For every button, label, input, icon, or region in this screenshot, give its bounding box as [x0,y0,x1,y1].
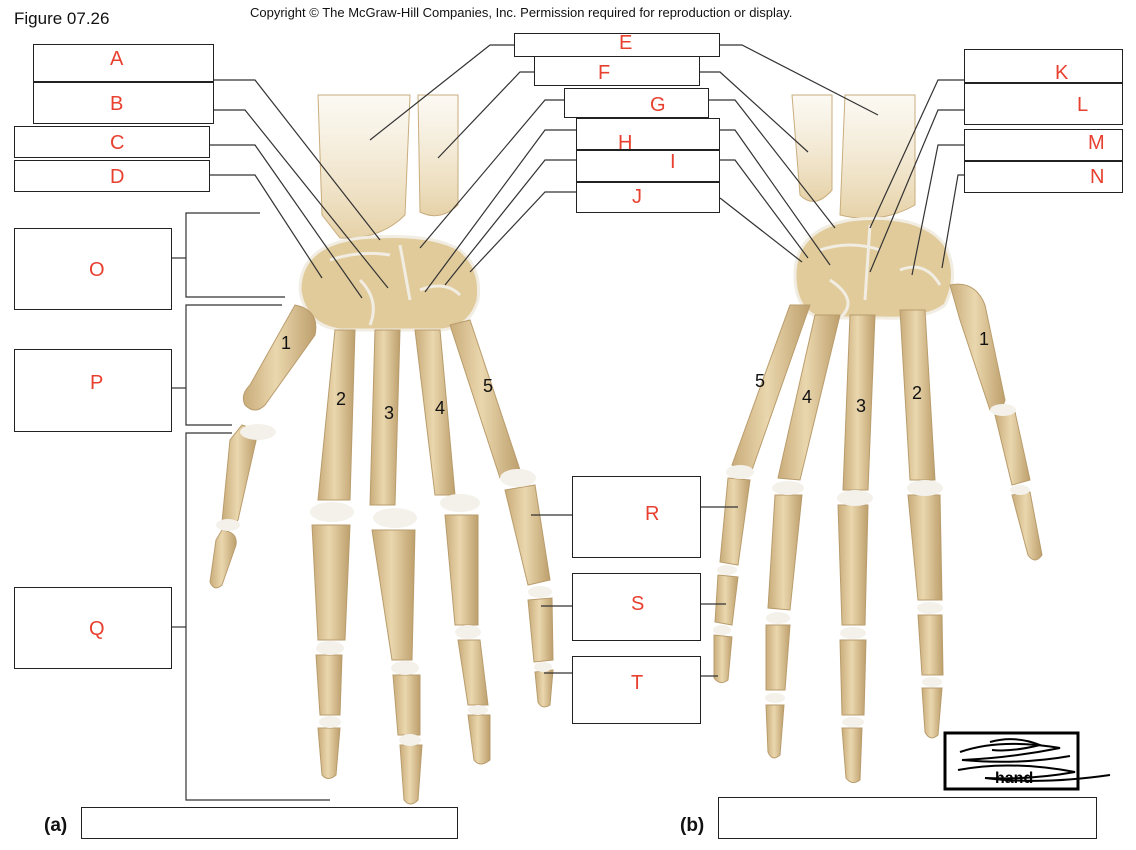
copyright-notice: Copyright © The McGraw-Hill Companies, I… [250,5,793,20]
label-box-k[interactable] [964,49,1123,83]
label-box-s[interactable] [572,573,701,641]
digit-number-a-2: 2 [336,389,347,409]
label-k: K [1055,62,1069,84]
label-n: N [1090,166,1105,188]
digit-number-b-1: 1 [979,329,990,349]
label-e: E [619,32,633,54]
label-q: Q [89,618,105,640]
hand-b [713,94,1043,784]
digit-number-a-3: 3 [384,403,395,423]
label-l: L [1077,94,1089,116]
label-box-e[interactable] [514,33,720,57]
label-box-h[interactable] [576,118,720,150]
label-box-t[interactable] [572,656,701,724]
label-box-l[interactable] [964,83,1123,125]
label-m: M [1088,132,1105,154]
hand-a [209,94,554,805]
label-box-g[interactable] [564,88,709,118]
label-o: O [89,259,105,281]
panel-caption-box-a[interactable] [81,807,458,839]
label-box-b[interactable] [33,82,214,124]
digit-number-b-4: 4 [802,387,813,407]
label-box-a[interactable] [33,44,214,82]
label-a: A [110,48,124,70]
label-box-n[interactable] [964,161,1123,193]
label-box-p[interactable] [14,349,172,432]
digit-number-a-5: 5 [483,376,494,396]
label-box-i[interactable] [576,150,720,182]
label-box-c[interactable] [14,126,210,158]
label-h: H [618,132,633,154]
stamp-text: hand [995,770,1033,787]
digit-number-b-5: 5 [755,371,766,391]
label-d: D [110,166,125,188]
label-box-r[interactable] [572,476,701,558]
scribble-stamp: hand [943,731,1111,791]
digit-number-a-1: 1 [281,333,292,353]
label-r: R [645,503,660,525]
label-box-f[interactable] [534,56,700,86]
label-box-j[interactable] [576,182,720,213]
digit-number-a-4: 4 [435,398,446,418]
label-i: I [670,151,676,173]
label-f: F [598,62,611,84]
figure-title: Figure 07.26 [14,9,110,28]
label-c: C [110,132,125,154]
label-s: S [631,593,645,615]
panel-label-a: (a) [44,815,68,836]
digit-number-b-2: 2 [912,383,923,403]
label-box-m[interactable] [964,129,1123,161]
label-box-o[interactable] [14,228,172,310]
panel-label-b: (b) [680,815,705,836]
leader-lines [172,44,964,801]
label-box-q[interactable] [14,587,172,669]
digit-number-b-3: 3 [856,396,867,416]
label-box-d[interactable] [14,160,210,192]
label-t: T [631,672,644,694]
label-b: B [110,93,124,115]
panel-caption-box-b[interactable] [718,797,1097,839]
label-j: J [632,186,642,208]
label-p: P [90,372,104,394]
label-g: G [650,94,666,116]
